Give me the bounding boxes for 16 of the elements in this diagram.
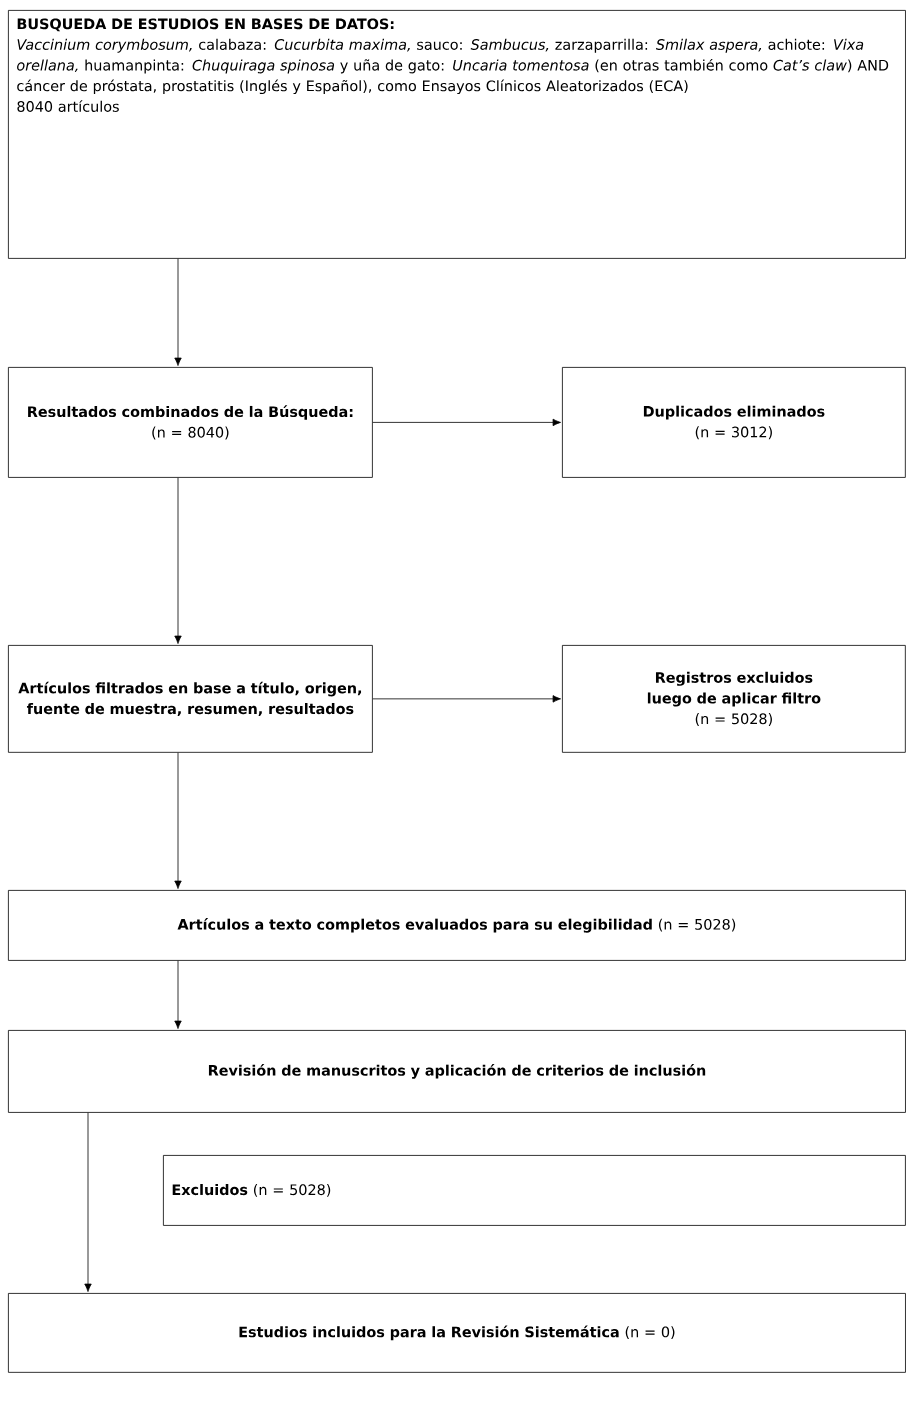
- process-box: Artículos a texto completos evaluados para su elegibilidad (n = 5028): [8, 890, 906, 961]
- arrow: [372, 695, 561, 703]
- search-box: BUSQUEDA DE ESTUDIOS EN BASES DE DATOS: Vaccinium corymbosum, calabaza: Cucurbita maxima, sauco: Sambucus, zarzaparrilla: Smilax aspera, achiote: Vixa orellana, huamanpinta: Chuquiraga spinosa y uña de gato: Uncaria tomentosa (en otras también como Cat’s claw) AND cáncer de próstata, prostatitis (Inglés y Español), como Ensayos Clínicos Aleatorizados (ECA) 8040 artículos: [8, 10, 906, 259]
- process-box: Resultados combinados de la Búsqueda: (n = 8040): [8, 367, 373, 478]
- exclusion-box: Registros excluidos luego de aplicar filtro (n = 5028): [562, 645, 906, 753]
- process-box: Artículos filtrados en base a título, origen, fuente de muestra, resumen, resultados: [8, 645, 373, 753]
- arrow: [84, 1112, 92, 1292]
- arrow: [372, 418, 561, 427]
- result-box: Estudios incluidos para la Revisión Sistemática (n = 0): [8, 1293, 906, 1373]
- exclusion-box: Duplicados eliminados (n = 3012): [562, 367, 906, 478]
- arrow: [174, 752, 182, 889]
- process-box: Revisión de manuscritos y aplicación de criterios de inclusión: [8, 1030, 906, 1113]
- exclusion-box: Excluidos (n = 5028): [163, 1155, 906, 1226]
- arrow: [174, 258, 182, 366]
- arrow: [174, 960, 182, 1029]
- arrow: [174, 477, 182, 644]
